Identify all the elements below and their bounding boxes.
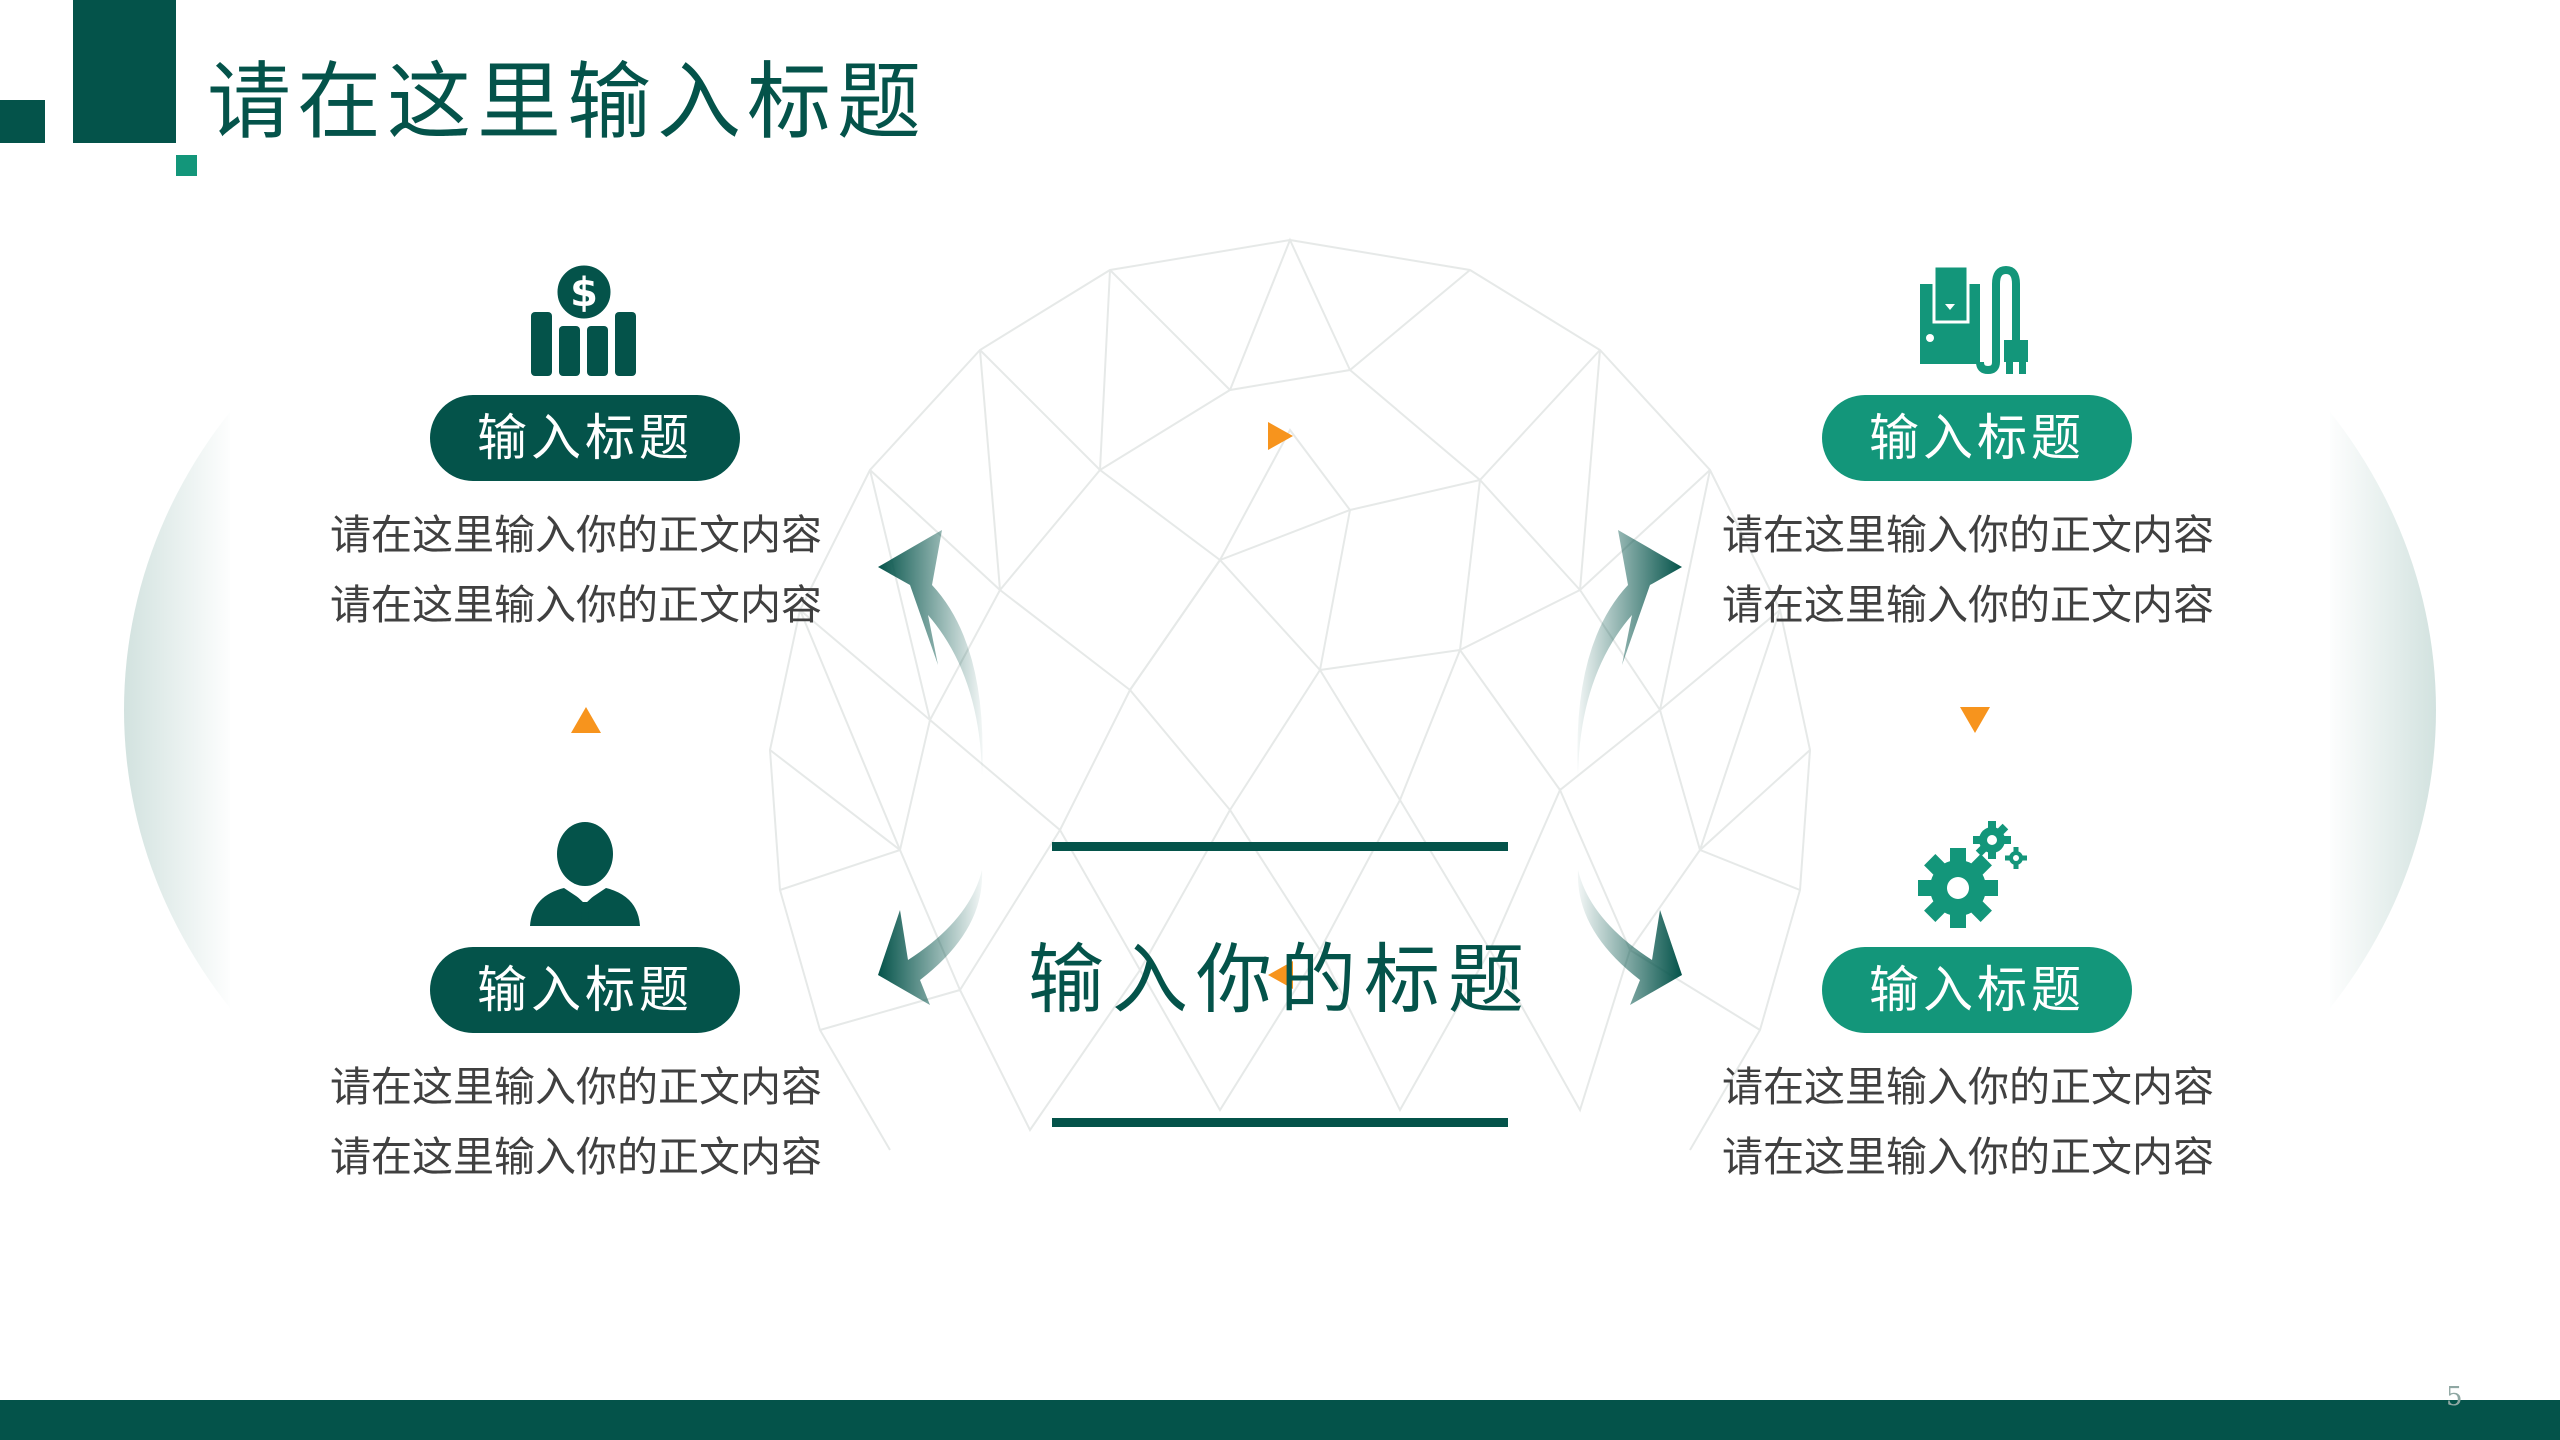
header-decor-square-small bbox=[0, 100, 45, 143]
center-title-bottom-rule bbox=[1052, 1118, 1508, 1127]
block-body-line-top-left-1: 请在这里输入你的正文内容 bbox=[330, 511, 822, 559]
curved-arrow-bottom-left-icon bbox=[878, 870, 983, 1005]
block-body-line-bottom-right-1: 请在这里输入你的正文内容 bbox=[1722, 1063, 2214, 1111]
gears-icon bbox=[1918, 821, 2027, 928]
center-title-top-rule bbox=[1052, 842, 1508, 851]
block-body-line-top-right-2: 请在这里输入你的正文内容 bbox=[1722, 581, 2214, 629]
triangle-up-icon bbox=[571, 707, 601, 733]
svg-text:$: $ bbox=[570, 270, 598, 316]
block-body-line-bottom-left-1: 请在这里输入你的正文内容 bbox=[330, 1063, 822, 1111]
block-title-pill-bottom-left: 输入标题 bbox=[430, 947, 740, 1033]
block-body-line-top-right-1: 请在这里输入你的正文内容 bbox=[1722, 511, 2214, 559]
footer-bar bbox=[0, 1400, 2560, 1440]
header-decor-square-large bbox=[73, 0, 176, 143]
block-title-pill-bottom-right: 输入标题 bbox=[1822, 947, 2132, 1033]
page-number: 5 bbox=[2446, 1382, 2463, 1412]
page-title: 请在这里输入标题 bbox=[207, 53, 928, 151]
block-title-pill-top-left: 输入标题 bbox=[430, 395, 740, 481]
block-body-line-bottom-left-2: 请在这里输入你的正文内容 bbox=[330, 1133, 822, 1181]
center-title: 输入你的标题 bbox=[1028, 935, 1532, 1024]
triangle-down-icon bbox=[1960, 707, 1990, 733]
curved-arrow-bottom-right-icon bbox=[1577, 870, 1682, 1005]
curved-arrow-top-right-icon bbox=[1577, 530, 1682, 775]
block-body-line-top-left-2: 请在这里输入你的正文内容 bbox=[330, 581, 822, 629]
triangle-left-icon bbox=[1268, 961, 1293, 989]
triangle-right-icon bbox=[1268, 422, 1293, 450]
geodesic-sphere-background bbox=[768, 237, 1812, 1151]
charger-phone-icon bbox=[1920, 266, 2028, 375]
block-title-pill-top-right: 输入标题 bbox=[1822, 395, 2132, 481]
curved-arrow-top-left-icon bbox=[878, 530, 983, 775]
money-bars-icon: $ bbox=[531, 262, 636, 376]
block-body-line-bottom-right-2: 请在这里输入你的正文内容 bbox=[1722, 1133, 2214, 1181]
header-decor-square-tiny bbox=[176, 155, 197, 176]
businessman-icon bbox=[530, 822, 640, 926]
